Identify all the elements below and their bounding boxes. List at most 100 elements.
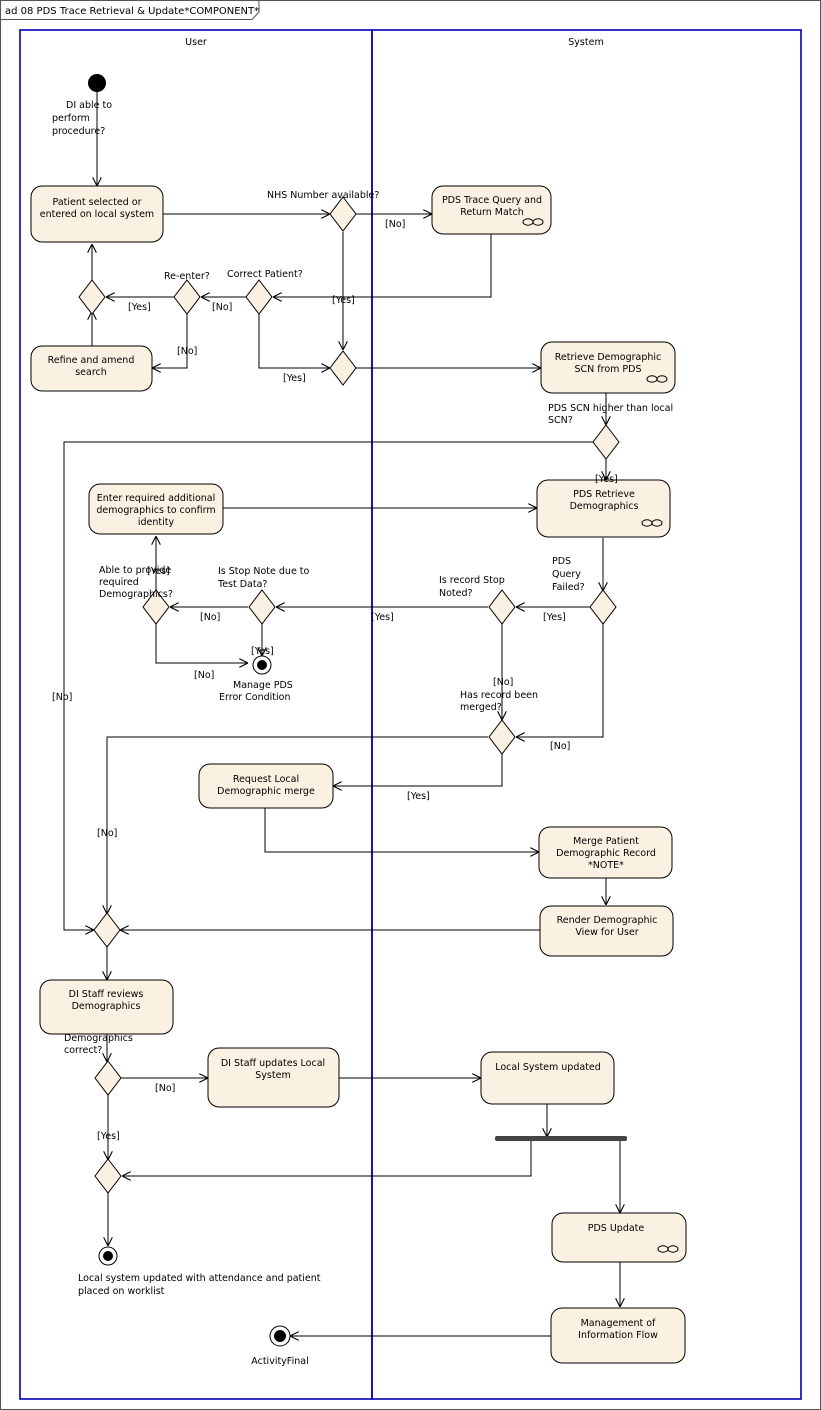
guard-label: [Yes] (128, 302, 151, 313)
final-node-label: ActivityFinal (251, 1356, 308, 1367)
activity-render-view (539, 905, 674, 957)
activity-staff-updates (207, 1047, 340, 1108)
edge (152, 314, 188, 368)
edge (273, 234, 492, 297)
fork-bar (495, 1136, 627, 1141)
activity-management (550, 1307, 686, 1364)
guard-label: [No] (385, 219, 405, 230)
edge (264, 808, 539, 852)
guard-label: [No] (493, 677, 513, 688)
decision-node (248, 589, 276, 625)
activity-retrieve-scn (540, 341, 676, 394)
activity-label: PDS Update (588, 1223, 645, 1234)
activity-staff-reviews (39, 979, 174, 1035)
decision-nodes (78, 196, 620, 1194)
edge (258, 314, 330, 368)
system-lane-title: System (568, 37, 603, 48)
system-lane (371, 29, 802, 1400)
decision-node (142, 589, 170, 625)
activity-pds-retrieve (536, 479, 671, 538)
decision-node (488, 719, 516, 755)
decision-node (94, 1060, 122, 1096)
guard-label: [Yes] (97, 1131, 120, 1142)
frame-title-tab (0, 0, 260, 20)
edge (333, 754, 503, 786)
final-node-label: Local system updated with attendance and… (78, 1273, 321, 1297)
decision-node (173, 279, 201, 315)
guard-label: [Yes] (371, 612, 394, 623)
decision-node (488, 589, 516, 625)
guard-label: [Yes] (595, 474, 618, 485)
edge (63, 441, 593, 930)
guard-label: NHS Number available? (267, 190, 379, 201)
edges (63, 92, 620, 1336)
activity-merge-record (538, 826, 673, 879)
activity-local-updated (480, 1051, 615, 1105)
decision-node (245, 279, 273, 315)
guard-label: Re-enter? (164, 271, 210, 282)
guard-label: [Yes] (147, 566, 170, 577)
guard-label: [Yes] (332, 295, 355, 306)
guard-label: [Yes] (543, 612, 566, 623)
guard-label: [No] (97, 828, 117, 839)
guard-label: [No] (155, 1083, 175, 1094)
decision-node (93, 912, 121, 948)
guard-label: [No] (550, 741, 570, 752)
initial-node (88, 74, 106, 92)
activity-request-merge (198, 763, 334, 809)
edge (107, 736, 488, 914)
guard-label: [Yes] (251, 646, 274, 657)
edge (155, 624, 248, 663)
decision-node (589, 589, 617, 625)
final-node (252, 655, 272, 675)
activity-pds-trace (431, 185, 552, 235)
edge (122, 1140, 532, 1176)
decision-node (78, 279, 106, 315)
guard-label: [No] (52, 692, 72, 703)
activity-patient-selected (30, 185, 164, 243)
guard-label: [Yes] (283, 373, 306, 384)
guard-label: [No] (200, 612, 220, 623)
activity-label: Local System updated (495, 1062, 601, 1073)
edge (516, 624, 604, 737)
user-lane-title: User (185, 37, 207, 48)
guard-label: [No] (177, 346, 197, 357)
decision-node (329, 350, 357, 386)
guard-label: Correct Patient? (227, 269, 303, 280)
frame-title: ad 08 PDS Trace Retrieval & Update*COMPO… (5, 6, 259, 17)
activities (30, 185, 687, 1364)
decision-node (329, 196, 357, 232)
guard-label: [Yes] (407, 791, 430, 802)
activity-enter-additional (88, 483, 224, 535)
guard-label: [No] (212, 302, 232, 313)
decision-node (94, 1158, 122, 1194)
final-node (98, 1246, 118, 1266)
final-node (269, 1325, 291, 1347)
activity-refine (30, 345, 153, 392)
guard-label: [No] (194, 670, 214, 681)
decision-node (592, 424, 620, 460)
activity-pds-update (551, 1212, 687, 1263)
